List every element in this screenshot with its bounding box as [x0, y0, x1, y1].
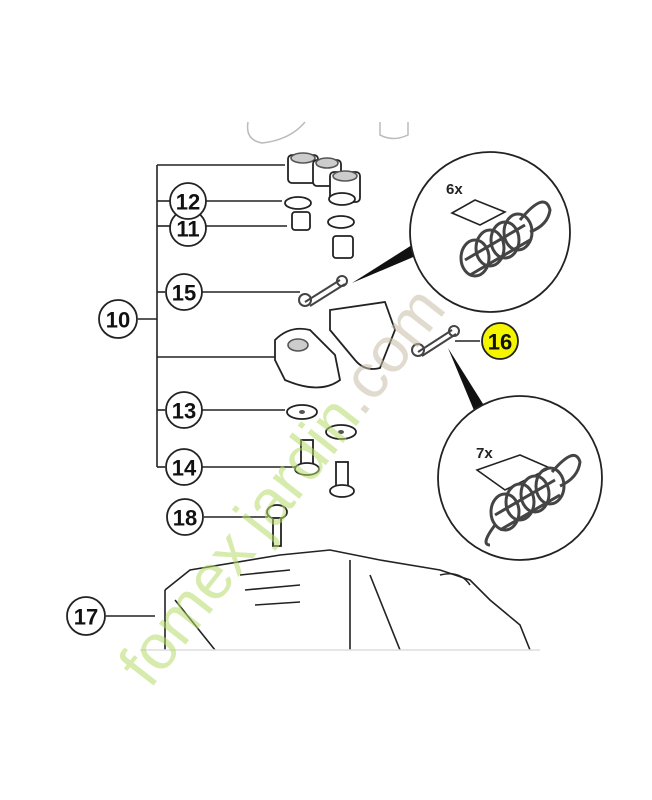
- svg-text:18: 18: [173, 506, 197, 531]
- clutch-parts: [266, 152, 460, 547]
- quantity-7x: 7x: [476, 445, 493, 462]
- detail-top: 6x: [352, 151, 571, 313]
- svg-text:11: 11: [176, 217, 199, 242]
- svg-text:14: 14: [172, 456, 197, 481]
- svg-text:16: 16: [488, 330, 512, 355]
- callout-12: 12: [169, 182, 207, 220]
- callout-10: 10: [98, 299, 138, 339]
- detail-bottom: 7x: [437, 348, 603, 561]
- spring-15: [298, 275, 348, 307]
- svg-text:13: 13: [172, 399, 196, 424]
- svg-text:17: 17: [74, 605, 98, 630]
- housing-17: [140, 549, 540, 651]
- assembly-bracket: [106, 164, 480, 617]
- svg-text:10: 10: [106, 308, 130, 333]
- callout-18: 18: [166, 498, 204, 536]
- callout-17: 17: [66, 596, 106, 636]
- faded-top-parts: [246, 121, 409, 144]
- quantity-6x: 6x: [446, 181, 463, 198]
- callout-14: 14: [165, 448, 203, 486]
- washer: [328, 192, 356, 206]
- callout-15: 15: [165, 273, 203, 311]
- spring-16: [411, 325, 460, 357]
- callout-16-highlighted: 16: [481, 322, 519, 360]
- callout-13: 13: [165, 391, 203, 429]
- svg-text:15: 15: [172, 281, 196, 306]
- svg-text:12: 12: [176, 190, 200, 215]
